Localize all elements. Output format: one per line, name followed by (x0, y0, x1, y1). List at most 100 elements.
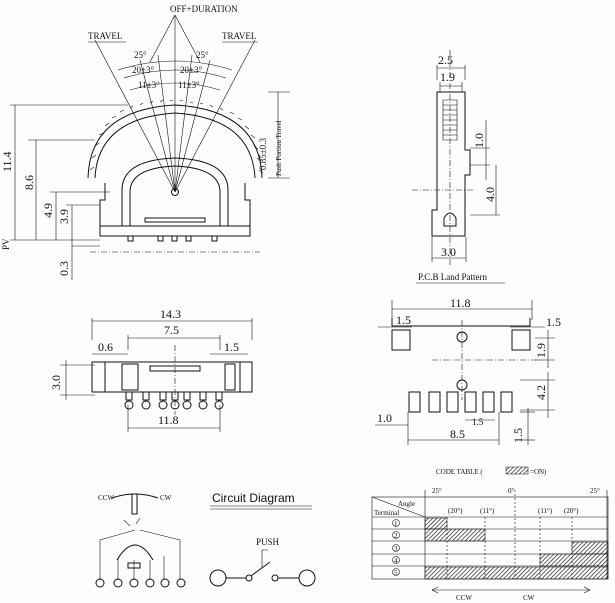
bottom-view-slot (149, 365, 201, 372)
knob-serrations (89, 99, 264, 174)
bottom-dim-11-8: 11.8 (158, 413, 179, 427)
side-view: 11.4 8.6 4.9 3.9 0.3 PV 0.85±0.3 Push Po… (0, 4, 290, 280)
end-dim-4-0: 4.0 (483, 187, 497, 202)
terminal-row-1: 1 (394, 520, 398, 528)
circuit-cw-label: CW (160, 494, 172, 502)
bottom-dim-1-5: 1.5 (224, 340, 239, 354)
angle-11-right: 11±3° (178, 80, 200, 90)
push-label: PUSH (256, 537, 280, 547)
circuit-ccw-label: CCW (98, 494, 114, 502)
terminals-side (127, 235, 218, 242)
push-actuator (261, 549, 268, 568)
seg-20-left: (20°) (448, 507, 463, 515)
pcb-dim-11-8: 11.8 (450, 296, 471, 310)
pcb-pad-left-mount (391, 329, 411, 351)
side-dim-lines (10, 91, 290, 280)
off-duration-label: OFF+DURATION (170, 4, 238, 14)
slot (144, 217, 206, 223)
travel-left-label: TRAVEL (88, 31, 122, 41)
arc-20 (123, 69, 227, 79)
end-view: 2.5 1.9 1.0 4.0 3.0 (412, 50, 500, 265)
pcb-terminal-pads (408, 391, 513, 413)
contact-arc (116, 544, 154, 561)
push-terminal-left (209, 569, 227, 587)
code-on-row2 (424, 528, 486, 542)
wiper-contacts (123, 517, 141, 527)
wiper-arc (111, 493, 159, 499)
terminal-row-3: 3 (394, 545, 398, 553)
code-on-row3 (571, 541, 609, 555)
arc-25 (117, 60, 233, 71)
pcb-dim-1-5-left: 1.5 (396, 313, 411, 327)
housing-arch-inner (129, 165, 221, 226)
end-view-clip (443, 212, 457, 227)
header-terminal: Terminal (374, 509, 399, 517)
pivot-point (171, 188, 179, 196)
angle-left-label: 25° (432, 487, 442, 495)
header-angle: Angle (398, 500, 415, 508)
knob-inner-arc (94, 112, 256, 179)
pcb-dim-1-0: 1.0 (377, 411, 392, 425)
wiper-stem (131, 493, 138, 515)
code-table: CODE TABLE ( =ON) 25° 0° 25° (371, 466, 609, 602)
dim-4-9: 4.9 (41, 203, 55, 218)
bottom-view-left-tab (121, 363, 139, 391)
pcb-pad-right-mount (511, 329, 531, 351)
code-on-row4 (539, 553, 609, 567)
end-dim-1-0: 1.0 (472, 133, 486, 148)
seg-11-left: (11°) (480, 507, 495, 515)
end-view-knob-teeth (442, 99, 458, 141)
push-terminal-right (298, 569, 316, 587)
angle-25-left: 25° (134, 50, 147, 60)
circuit-leads (99, 529, 181, 580)
common-contact (127, 562, 141, 569)
pcb-dim-1-5-right: 1.5 (546, 315, 561, 329)
bottom-dim-3-0: 3.0 (49, 375, 63, 390)
angle-25-right: 25° (196, 50, 209, 60)
code-ccw-label: CCW (456, 594, 472, 602)
pcb-outline-top (391, 318, 531, 327)
push-blade (250, 561, 271, 577)
code-on-row5 (424, 566, 609, 580)
angle-right-label: 25° (590, 487, 600, 495)
bottom-dim-14-3: 14.3 (160, 307, 181, 321)
pcb-land-pattern: P.C.B Land Pattern (375, 272, 561, 445)
code-table-row-labels: 1 2 3 4 5 (392, 519, 400, 577)
pcb-dim-1-9: 1.9 (534, 343, 548, 358)
angle-20-left: 20±3° (132, 65, 154, 75)
bottom-dim-0-6: 0.6 (98, 340, 113, 354)
circuit-terminals (95, 578, 186, 588)
terminal-row-5: 5 (394, 569, 398, 577)
dim-8-6: 8.6 (22, 175, 36, 190)
bottom-view-terminals (124, 391, 224, 410)
code-table-grid (371, 490, 609, 580)
circuit-title: Circuit Diagram (212, 491, 295, 505)
bottom-view: 14.3 7.5 0.6 1.5 3.0 11.8 (49, 307, 253, 432)
dim-0-3: 0.3 (57, 261, 71, 276)
pv-label: PV (1, 238, 11, 250)
pcb-title: P.C.B Land Pattern (418, 272, 487, 282)
end-view-dim-lines (431, 65, 500, 262)
end-dim-3-0: 3.0 (441, 245, 456, 259)
seg-20-right: (20°) (564, 507, 579, 515)
travel-right-label: TRAVEL (222, 31, 256, 41)
arrow-heads (431, 586, 591, 594)
knob-outer-arc (87, 104, 263, 179)
push-contact-left (245, 574, 253, 582)
angle-20-right: 20±3° (180, 65, 202, 75)
bottom-view-dim-lines (60, 318, 253, 432)
code-on-row1 (424, 517, 448, 530)
end-dim-1-9: 1.9 (440, 70, 455, 84)
code-table-legend-swatch (505, 466, 529, 475)
push-portion-label: Push Portion Travel (275, 120, 283, 176)
code-cw-label: CW (523, 594, 535, 602)
pcb-dim-lines (375, 300, 555, 445)
seg-11-right: (11°) (538, 507, 553, 515)
end-view-body (431, 91, 471, 237)
pcb-dim-4-2: 4.2 (534, 385, 548, 400)
bottom-dim-7-5: 7.5 (164, 323, 179, 337)
push-portion-dim: 0.85±0.3 (258, 138, 268, 170)
angle-mid-label: 0° (508, 487, 515, 495)
